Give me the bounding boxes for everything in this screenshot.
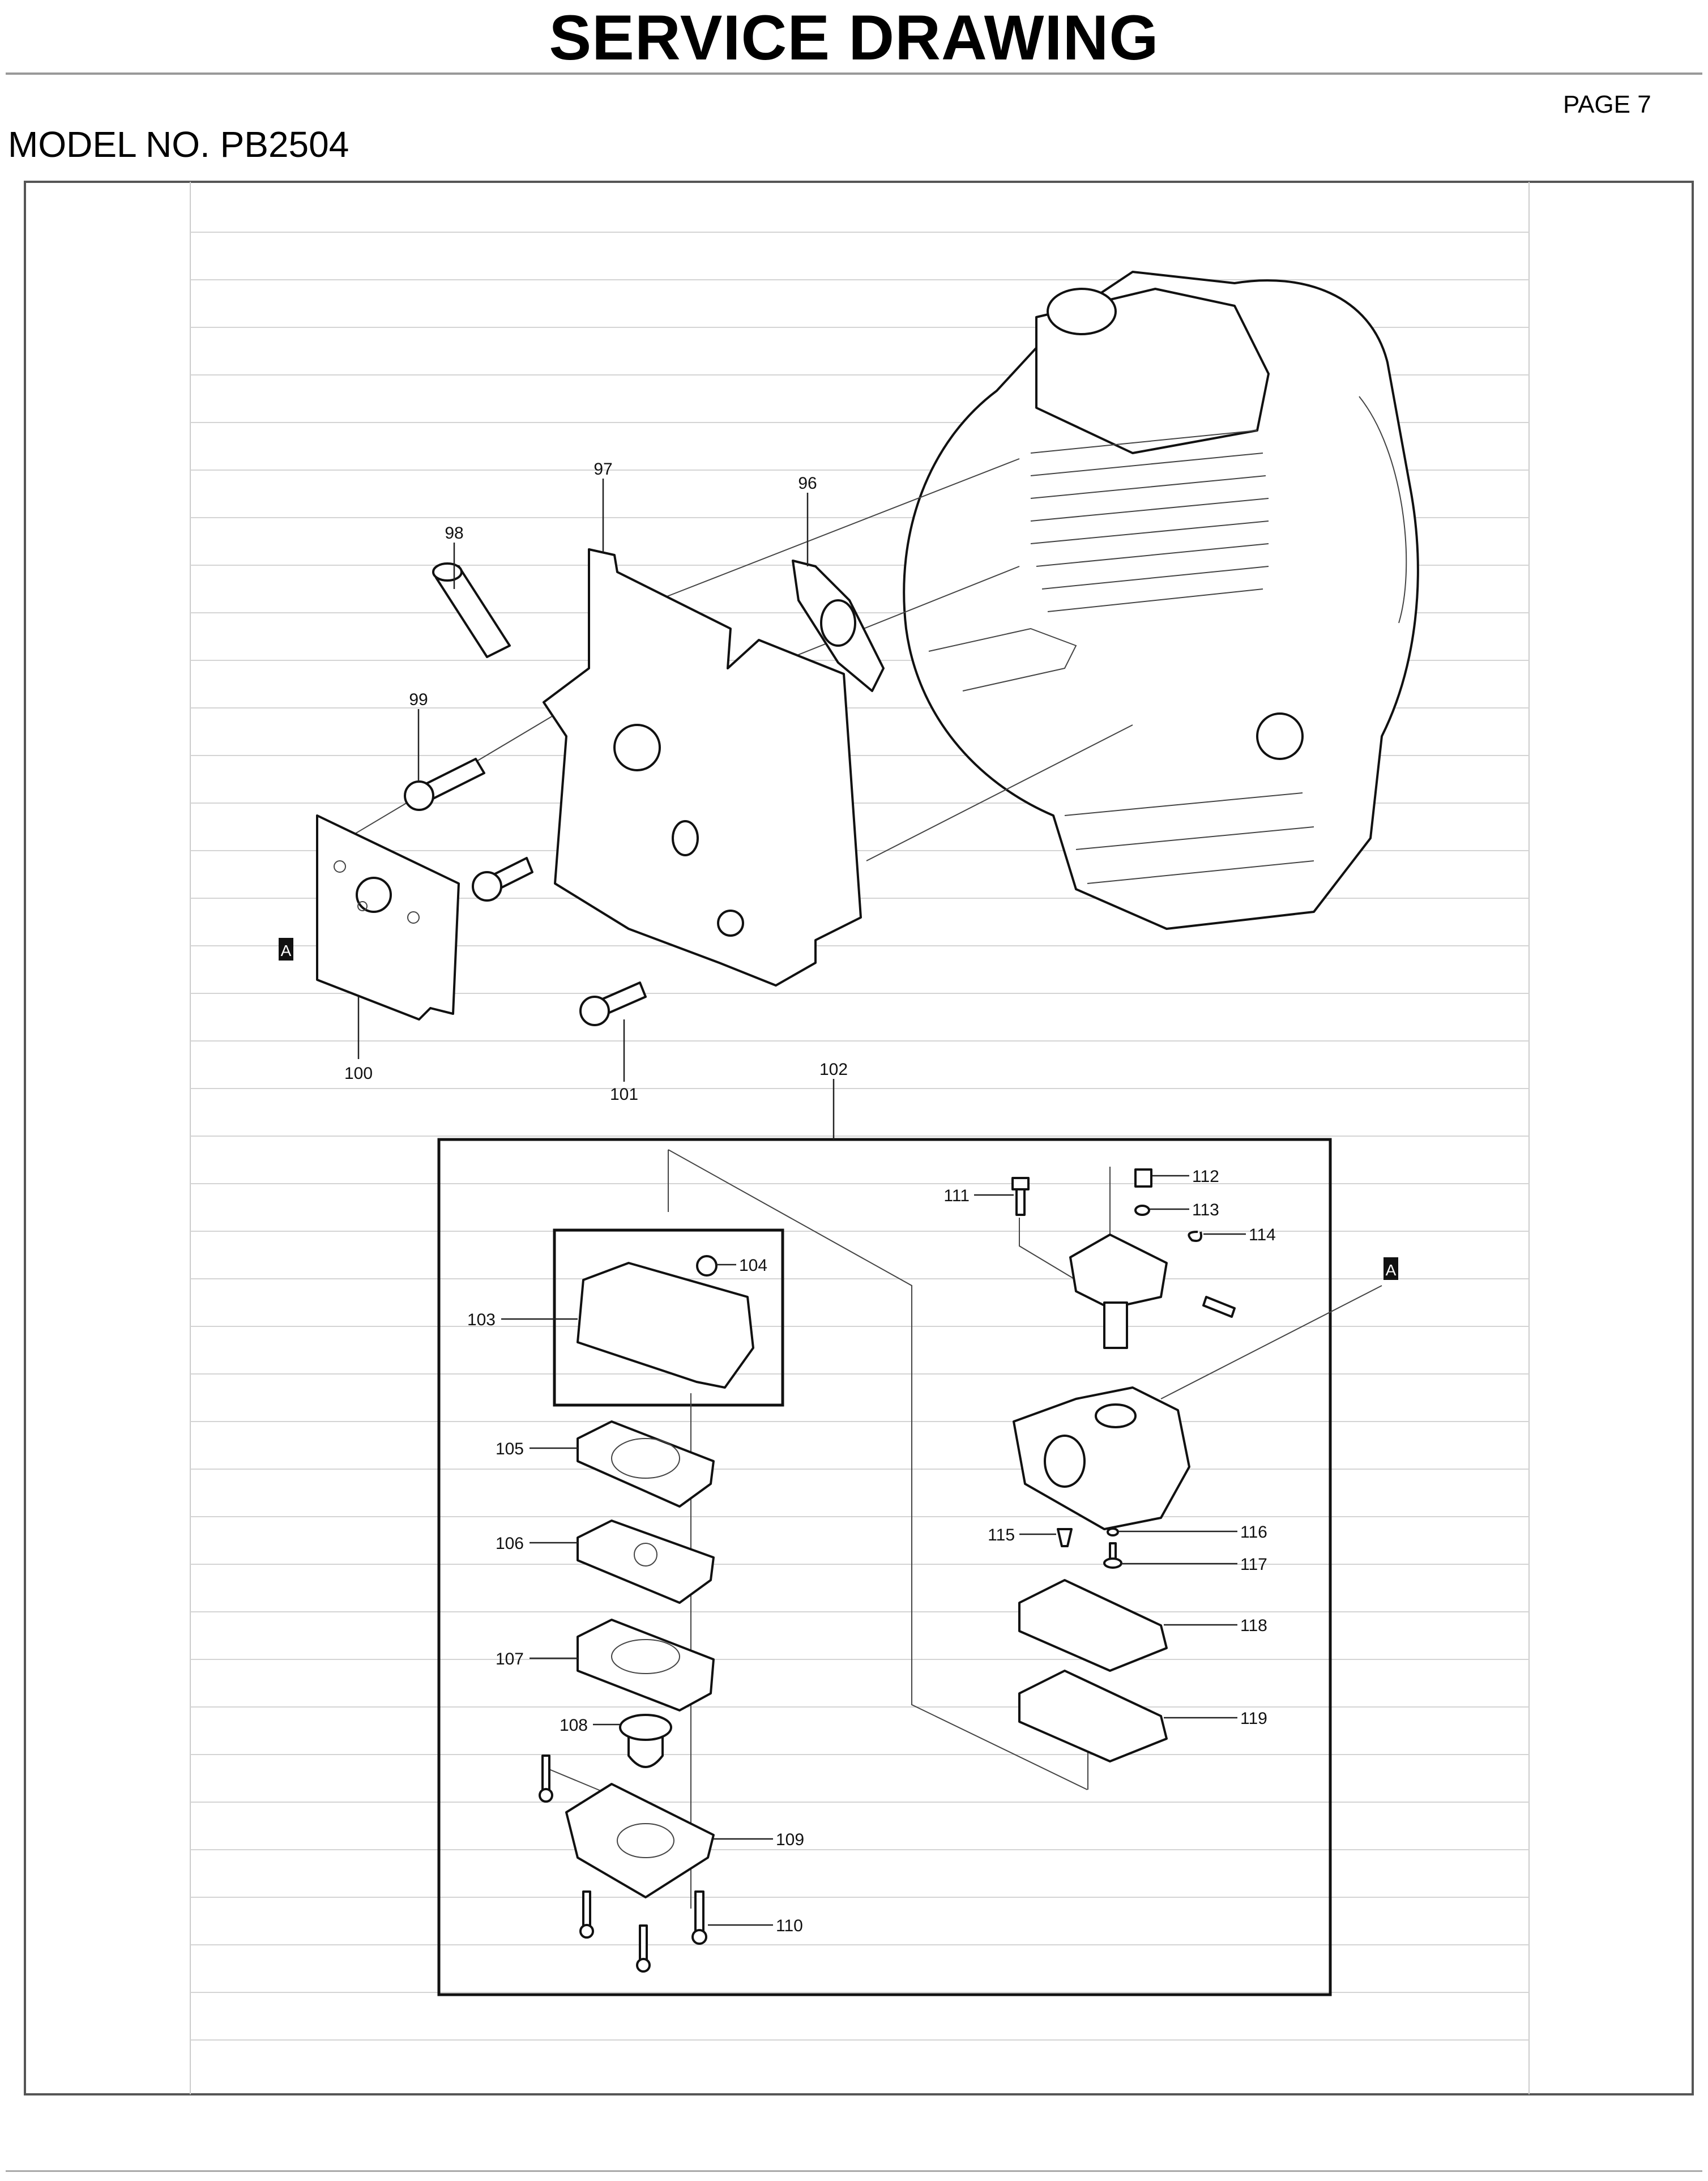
part-108-primer-bulb	[619, 1714, 672, 1768]
screws-110	[539, 1755, 707, 1973]
part-115-plug	[1057, 1528, 1073, 1547]
callout-103: 103	[467, 1311, 496, 1329]
callout-119: 119	[1240, 1709, 1267, 1728]
callout-110: 110	[776, 1917, 803, 1935]
callout-116: 116	[1240, 1523, 1267, 1542]
throttle-body	[1069, 1234, 1236, 1349]
callout-100: 100	[344, 1064, 373, 1083]
callout-111: 111	[943, 1186, 970, 1205]
part-105-gasket	[577, 1420, 715, 1508]
callout-108: 108	[560, 1716, 588, 1735]
part-119-diaphragm	[1018, 1670, 1168, 1762]
callout-104: 104	[739, 1256, 767, 1275]
part-109-primer-cover	[565, 1783, 715, 1898]
callout-98: 98	[445, 524, 463, 543]
callout-112: 112	[1192, 1167, 1219, 1186]
part-103-pump-body	[577, 1262, 754, 1389]
reference-label: A	[1386, 1261, 1397, 1279]
page-title: SERVICE DRAWING	[549, 2, 1159, 73]
callout-leaders	[357, 479, 1246, 1926]
title-divider	[6, 72, 1702, 75]
part-99-bolt	[404, 758, 485, 811]
part-107-pump-cover	[577, 1619, 715, 1711]
shaft-end	[1256, 712, 1304, 760]
part-111-screw	[1011, 1177, 1030, 1216]
callout-117: 117	[1240, 1555, 1267, 1574]
part-97-heat-insulator	[543, 548, 862, 987]
part-96-gasket	[792, 560, 885, 692]
part-104-screen	[696, 1255, 718, 1277]
drawing-frame	[24, 181, 1694, 2095]
carburetor-assembly-box	[437, 1138, 1332, 1996]
engine-assembly	[903, 271, 1419, 930]
callout-101: 101	[610, 1085, 638, 1104]
callout-99: 99	[409, 690, 428, 709]
callout-97: 97	[593, 460, 612, 479]
callout-107: 107	[496, 1650, 524, 1668]
part-112-plug	[1134, 1168, 1152, 1188]
pump-body-box	[553, 1228, 784, 1407]
callout-113: 113	[1192, 1201, 1219, 1219]
callout-96: 96	[798, 474, 817, 493]
cylinder-fins	[1030, 430, 1269, 612]
part-106-diaphragm	[577, 1520, 715, 1604]
part-98-bolt	[432, 562, 511, 658]
lifting-ring	[1047, 288, 1117, 335]
footer-divider	[6, 2170, 1702, 2172]
part-116-o-ring	[1107, 1527, 1119, 1536]
reference-label: A	[281, 942, 292, 959]
reference-mark-a-1: A	[279, 938, 293, 961]
callout-109: 109	[776, 1830, 804, 1849]
model-number: MODEL NO. PB2504	[8, 124, 349, 165]
callout-106: 106	[496, 1534, 524, 1553]
callout-105: 105	[496, 1440, 524, 1458]
callout-labels: 97 96 98 99 100 101 102 103 104 105 106 …	[344, 460, 1276, 1935]
screw	[472, 857, 533, 902]
part-100-gasket	[316, 814, 460, 1021]
callout-102: 102	[819, 1060, 848, 1079]
callout-118: 118	[1240, 1616, 1267, 1635]
part-114-clip	[1188, 1231, 1202, 1242]
carburetor-body	[1013, 1386, 1190, 1530]
part-113-washer	[1134, 1205, 1150, 1216]
part-118-gasket	[1018, 1579, 1168, 1672]
part-117-screw	[1103, 1542, 1122, 1569]
part-101-bolt	[579, 981, 647, 1026]
page-number: PAGE 7	[1563, 91, 1651, 118]
callout-114: 114	[1249, 1226, 1276, 1244]
callout-115: 115	[988, 1526, 1015, 1544]
reference-mark-a-2: A	[1384, 1257, 1398, 1280]
